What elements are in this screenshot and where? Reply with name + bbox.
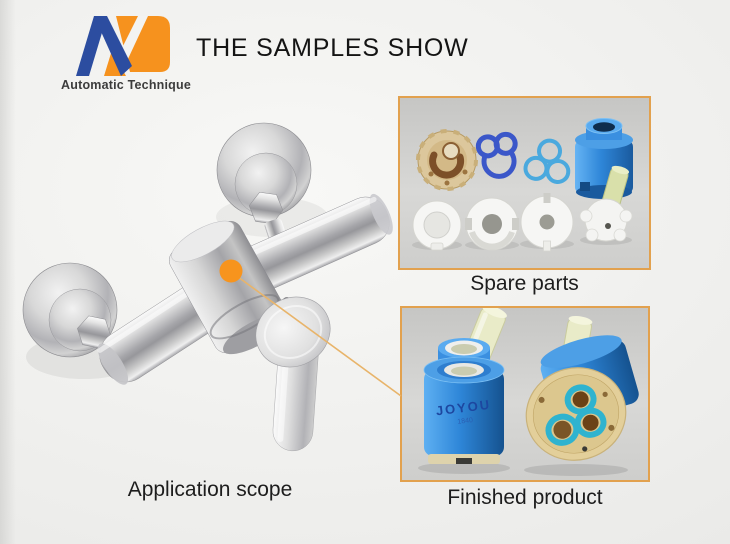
application-scope-label: Application scope: [127, 478, 293, 501]
white-disc-part-3: [520, 193, 574, 252]
brand-sub-text: 1840: [457, 417, 473, 426]
cartridge-bottom-face: [525, 367, 627, 461]
finished-product-panel: JOYOU 1840: [400, 306, 650, 482]
logo-tagline: Automatic Technique: [61, 78, 191, 92]
cartridge-tilted: [524, 315, 639, 476]
cartridge-brand: JOYOU 1840: [435, 397, 492, 426]
logo-blue-left-stroke: [76, 16, 107, 76]
page-title: THE SAMPLES SHOW: [196, 34, 469, 62]
logo-blue-diagonal-stroke: [94, 16, 132, 76]
white-disc-part-2: [465, 197, 519, 251]
blue-gasket-part: [475, 131, 518, 179]
faucet-product-photo: [22, 122, 393, 452]
spare-parts-photo: [412, 118, 633, 252]
white-disc-part-1: [412, 200, 462, 251]
spare-parts-label: Spare parts: [470, 272, 579, 295]
stem-part: [579, 165, 633, 245]
logo-monogram-icon: [76, 16, 170, 76]
escutcheon-left: [22, 262, 139, 373]
cartridge-standing: JOYOU 1840: [418, 308, 510, 474]
brand-text: JOYOU: [435, 397, 492, 419]
company-logo: Automatic Technique: [60, 6, 192, 98]
ceramic-disc-part: [416, 129, 478, 191]
cyan-gasket-part: [523, 138, 571, 184]
logo-orange-shape: [116, 16, 170, 72]
finished-product-label: Finished product: [447, 486, 603, 509]
spare-parts-panel: [398, 96, 651, 270]
finished-product-photo: JOYOU 1840: [418, 308, 639, 476]
faucet-right-arm: [229, 193, 393, 296]
